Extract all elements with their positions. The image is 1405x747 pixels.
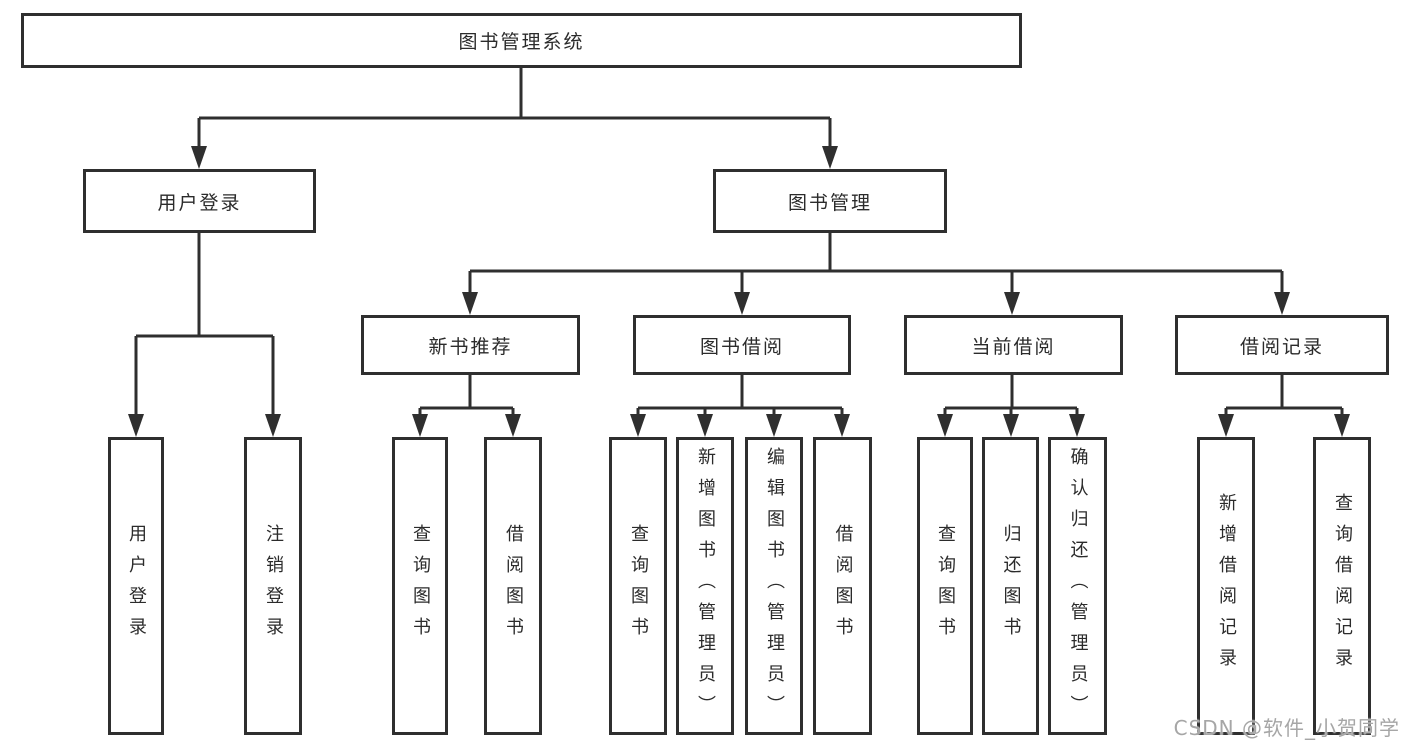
leaf-logout: 注销登录 [244, 437, 302, 735]
node-label: 图书管理系统 [458, 31, 585, 53]
node-borrow-records: 借阅记录 [1175, 315, 1389, 375]
node-book-borrow: 图书借阅 [633, 315, 851, 375]
leaf-query-books-recommend: 查询图书 [392, 437, 448, 735]
connector-records-to-leaves [1224, 375, 1344, 417]
connector-bookborrow-to-leaves [636, 375, 844, 417]
leaf-label: 用户登录 [126, 524, 147, 648]
leaf-label: 新增图书（管理员） [695, 446, 716, 726]
connector-currentborrow-to-leaves [943, 375, 1079, 417]
leaf-label: 编辑图书（管理员） [764, 446, 785, 726]
leaf-label: 新增借阅记录 [1216, 493, 1237, 679]
arrowheads [128, 146, 1350, 437]
leaf-confirm-return-admin: 确认归还（管理员） [1048, 437, 1107, 735]
node-label: 用户登录 [157, 191, 242, 214]
leaf-borrow-books-recommend: 借阅图书 [484, 437, 542, 735]
connector-bookmgmt-to-level3 [468, 233, 1284, 294]
leaf-add-books-admin: 新增图书（管理员） [676, 437, 734, 735]
node-book-management: 图书管理 [713, 169, 947, 233]
leaf-query-books-borrow: 查询图书 [609, 437, 667, 735]
node-current-borrow: 当前借阅 [904, 315, 1123, 375]
leaf-label: 注销登录 [263, 524, 284, 648]
leaf-query-borrow-record: 查询借阅记录 [1313, 437, 1371, 735]
leaf-label: 归还图书 [1000, 524, 1022, 648]
node-label: 新书推荐 [428, 335, 513, 358]
node-label: 图书借阅 [699, 335, 784, 358]
node-label: 当前借阅 [971, 335, 1056, 358]
node-label: 图书管理 [787, 191, 872, 214]
leaf-label: 确认归还（管理员） [1067, 446, 1089, 726]
leaf-user-login: 用户登录 [108, 437, 164, 735]
connector-newbook-to-leaves [418, 375, 515, 417]
leaf-add-borrow-record: 新增借阅记录 [1197, 437, 1255, 735]
leaf-label: 借阅图书 [503, 524, 524, 648]
csdn-watermark: CSDN @软件_小贺同学 [1173, 716, 1400, 740]
leaf-query-books-current: 查询图书 [917, 437, 973, 735]
connector-root-to-level2 [197, 68, 832, 148]
leaf-label: 查询图书 [410, 524, 431, 648]
node-label: 借阅记录 [1239, 335, 1324, 358]
node-system-root: 图书管理系统 [21, 13, 1022, 68]
node-user-login: 用户登录 [83, 169, 316, 233]
leaf-label: 借阅图书 [832, 524, 854, 648]
leaf-return-books: 归还图书 [982, 437, 1039, 735]
leaf-label: 查询图书 [935, 524, 956, 648]
node-new-book-recommend: 新书推荐 [361, 315, 580, 375]
connector-userlogin-to-leaves [134, 233, 275, 416]
leaf-label: 查询借阅记录 [1332, 493, 1353, 679]
leaf-borrow-books: 借阅图书 [813, 437, 872, 735]
leaf-edit-books-admin: 编辑图书（管理员） [745, 437, 803, 735]
leaf-label: 查询图书 [628, 524, 649, 648]
